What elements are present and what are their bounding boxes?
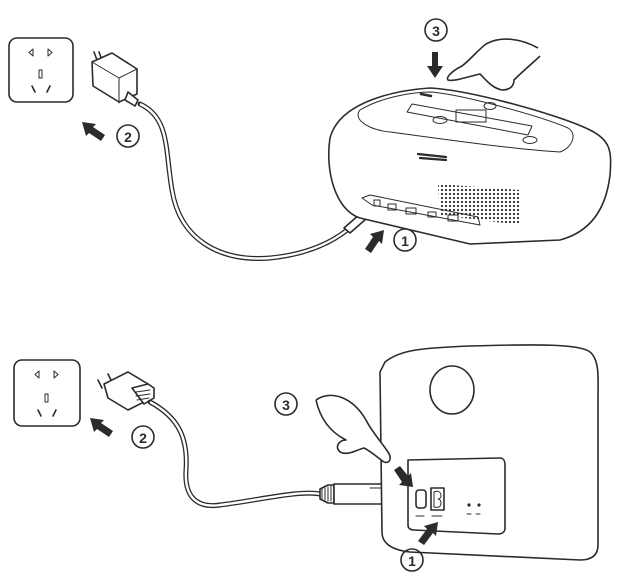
step-badge-2: 2 — [116, 124, 140, 148]
power-switch[interactable] — [415, 489, 427, 509]
ac-plug-icon — [97, 371, 155, 411]
arrow-2-icon — [90, 418, 113, 437]
arrow-1-icon — [418, 522, 438, 545]
usb-power-adapter-icon — [91, 51, 139, 107]
speaker-vent — [438, 184, 520, 225]
top-panel: 3 2 1 — [8, 18, 612, 261]
power-cable — [137, 101, 363, 261]
arrow-3-icon — [394, 466, 413, 487]
device-top-view — [328, 87, 612, 245]
arrow-1-icon — [365, 230, 384, 253]
figure8-connector-icon — [319, 483, 393, 505]
step-badge-2: 2 — [131, 425, 155, 449]
step-badge-1: 1 — [400, 548, 424, 572]
step-badge-3: 3 — [274, 392, 298, 416]
step-number: 3 — [282, 397, 290, 413]
wall-socket-icon — [13, 359, 81, 427]
step-number: 1 — [408, 553, 416, 569]
step-number: 3 — [432, 23, 440, 39]
brand-logo — [416, 152, 448, 162]
arrow-2-icon — [82, 122, 105, 141]
wall-socket-icon — [8, 37, 74, 103]
arrow-3-icon — [427, 52, 443, 78]
hand-icon — [446, 38, 541, 91]
hand-icon — [315, 394, 391, 464]
bottom-panel: 3 2 1 — [13, 344, 599, 572]
step-badge-1: 1 — [393, 228, 417, 252]
step-number: 2 — [139, 430, 147, 446]
step-badge-3: 3 — [424, 18, 448, 42]
step-number: 1 — [401, 233, 409, 249]
power-cable — [147, 399, 323, 509]
step-number: 2 — [124, 129, 132, 145]
device-back-view — [379, 344, 599, 561]
